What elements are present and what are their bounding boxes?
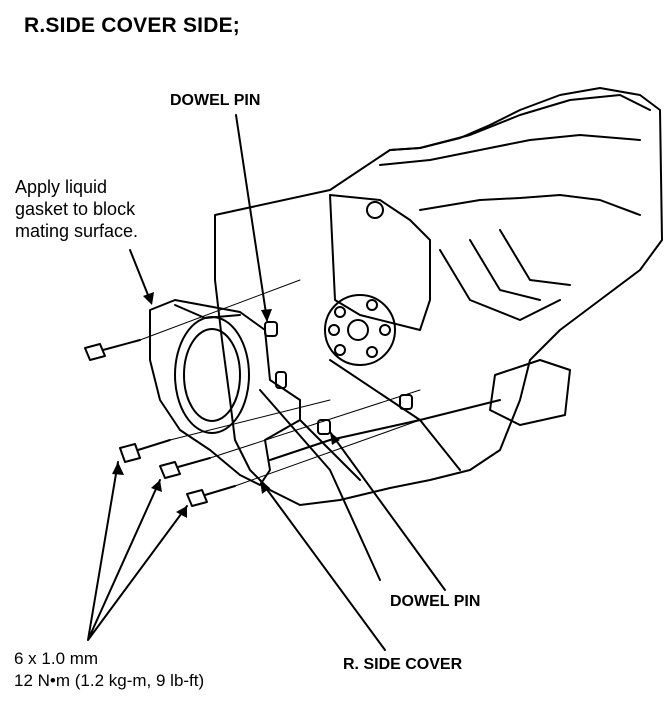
leader-dowel-bottom xyxy=(329,431,446,591)
dowel-pin-label-bottom: DOWEL PIN xyxy=(390,593,481,610)
bracket-box xyxy=(489,359,571,426)
pulley xyxy=(324,294,396,366)
note-line-1: Apply liquid xyxy=(15,177,108,197)
note-line-3: mating surface. xyxy=(15,221,139,241)
liquid-gasket-note: Apply liquid gasket to block mating surf… xyxy=(15,176,138,242)
leader-dowel-top xyxy=(235,114,268,321)
engine-block-outline xyxy=(214,87,663,506)
page-title: R.SIDE COVER SIDE; xyxy=(24,14,240,37)
bolt-4 xyxy=(186,485,236,507)
bolt-2 xyxy=(119,439,171,463)
leader-side-cover xyxy=(259,479,386,651)
bolt-3 xyxy=(159,457,211,479)
dowel-pin-lower xyxy=(317,419,331,435)
cam-housing xyxy=(379,94,651,166)
dowel-pin-label-top: DOWEL PIN xyxy=(170,92,261,109)
bolt-1 xyxy=(84,339,141,361)
pump-housing xyxy=(329,194,431,331)
bolt-size: 6 x 1.0 mm xyxy=(14,649,99,668)
bolt-spec: 6 x 1.0 mm 12 N•m (1.2 kg-m, 9 lb-ft) xyxy=(14,648,204,692)
side-cover xyxy=(149,299,301,486)
dowel-pin-upper xyxy=(264,321,278,337)
bolt-torque: 12 N•m (1.2 kg-m, 9 lb-ft) xyxy=(14,671,205,690)
note-line-2: gasket to block xyxy=(15,199,136,219)
r-side-cover-label: R. SIDE COVER xyxy=(343,656,463,673)
leader-note xyxy=(129,249,151,301)
leader-bolts xyxy=(87,461,188,641)
